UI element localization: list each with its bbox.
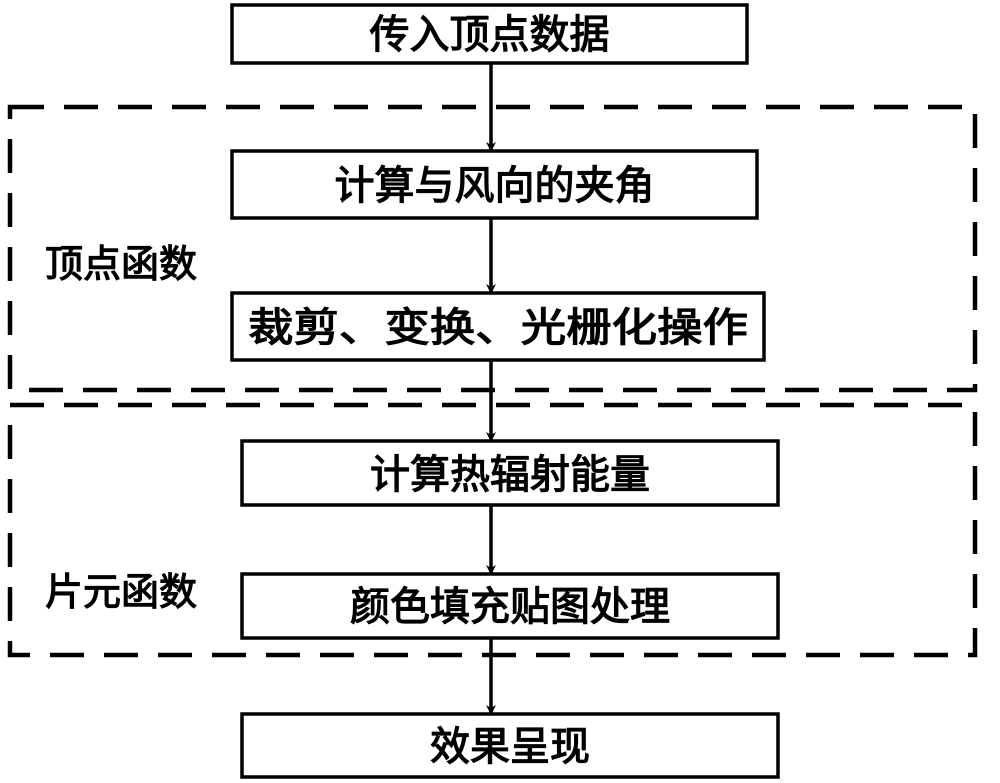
step-label-4: 计算热辐射能量 (370, 452, 650, 498)
step-box-6: 效果呈现 (240, 712, 780, 779)
step-label-3: 裁剪、变换、光栅化操作 (248, 305, 748, 351)
step-label-2: 计算与风向的夹角 (335, 163, 655, 209)
step-box-3: 裁剪、变换、光栅化操作 (230, 291, 766, 362)
vertex-function-label: 顶点函数 (45, 242, 197, 286)
step-label-5: 颜色填充贴图处理 (350, 584, 670, 630)
step-label-1: 传入顶点数据 (369, 12, 610, 58)
step-box-2: 计算与风向的夹角 (230, 149, 759, 220)
fragment-function-label: 片元函数 (45, 570, 197, 614)
step-label-6: 效果呈现 (430, 724, 590, 770)
step-box-1: 传入顶点数据 (230, 3, 749, 65)
step-box-4: 计算热辐射能量 (240, 439, 780, 507)
step-box-5: 颜色填充贴图处理 (240, 572, 780, 640)
